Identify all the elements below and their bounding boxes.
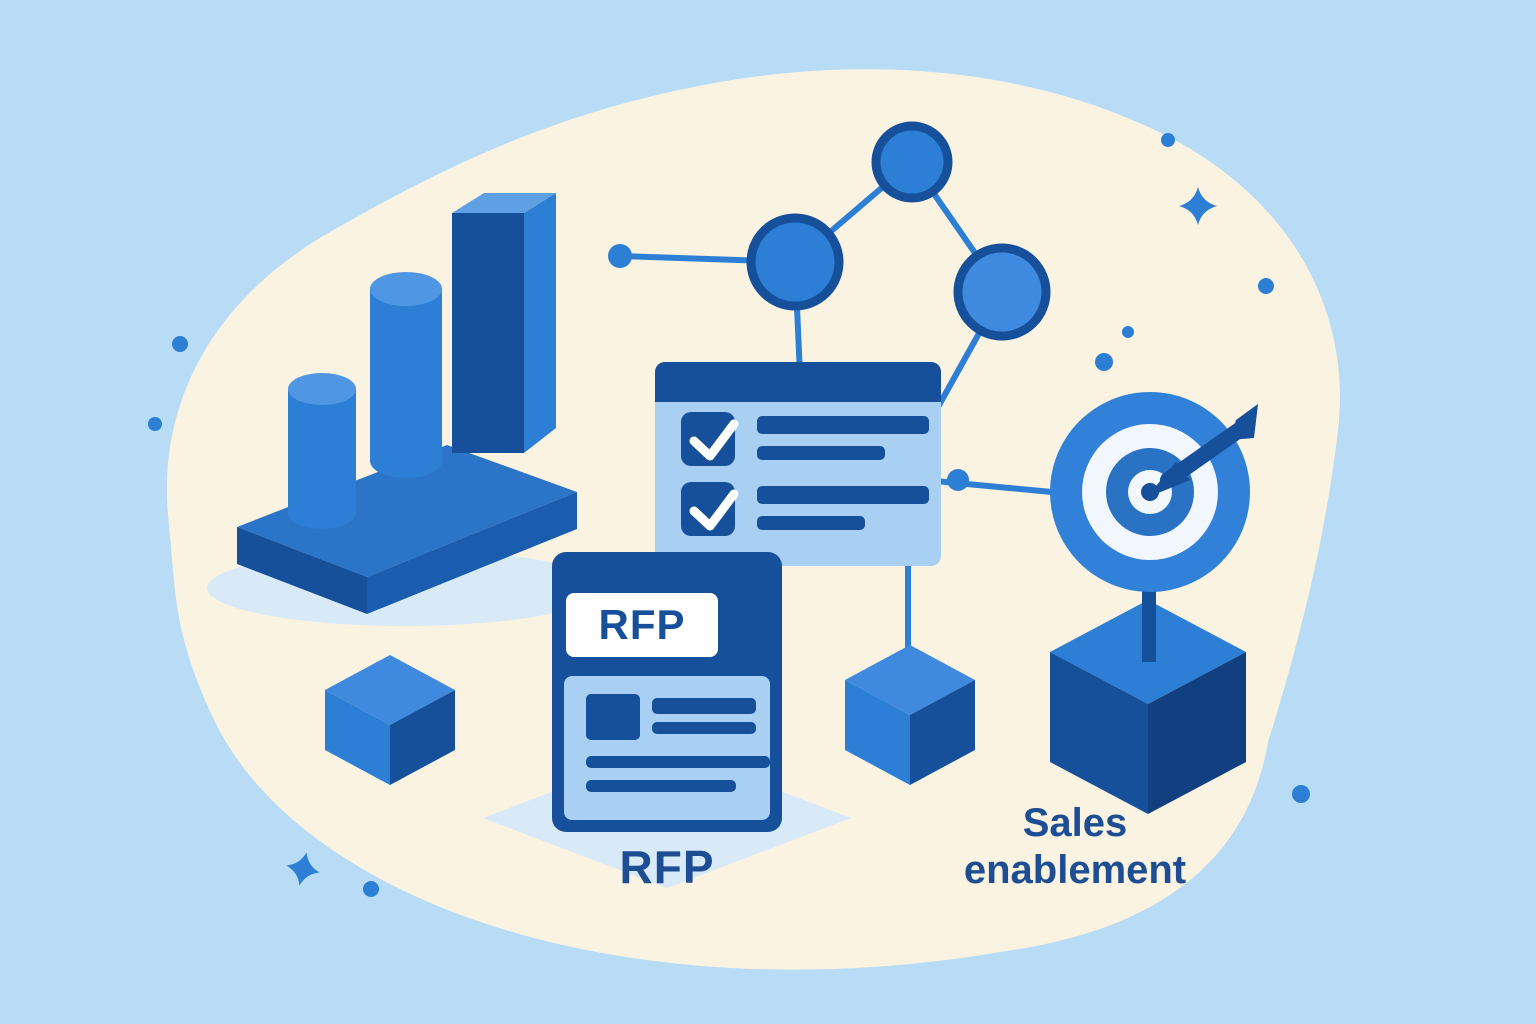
checkmark-icon [689, 419, 739, 461]
sparkle-icon [286, 852, 320, 886]
text-line [757, 446, 885, 460]
rfp-caption: RFP [619, 841, 715, 893]
text-line [757, 516, 865, 530]
dot [1122, 326, 1134, 338]
sales-enablement-label: Sales enablement [940, 800, 1210, 894]
cube-icon [845, 645, 975, 785]
dot [1258, 278, 1274, 294]
checkbox [681, 482, 735, 536]
tall-bar-front [452, 213, 524, 453]
platform-top [237, 445, 577, 577]
platform-front-left [237, 527, 367, 614]
dot [363, 881, 379, 897]
pedestal-cube [1050, 600, 1246, 814]
bar-chart-icon [207, 193, 603, 626]
platform-front-right [367, 492, 577, 614]
dart-fletching [1230, 404, 1258, 440]
target-stand [1142, 578, 1156, 662]
text-line [757, 416, 929, 434]
sparkle-icon [1179, 187, 1217, 225]
dart-tip [1146, 462, 1190, 498]
cylinder-top [288, 373, 356, 405]
tall-bar-top [452, 193, 556, 213]
sparkle-decorations [148, 133, 1310, 897]
text-line [586, 756, 770, 768]
text-line [757, 486, 929, 504]
checkmark-icon [689, 489, 739, 531]
network-node [746, 213, 844, 311]
text-line [652, 698, 756, 714]
network-graph-icon [608, 121, 1053, 655]
network-node [953, 243, 1051, 341]
tall-bar-side [524, 193, 556, 453]
cube-icon [325, 655, 455, 785]
rfp-document-title: RFP [566, 593, 718, 657]
sales-enablement-line2: enablement [963, 848, 1187, 893]
rfp-document-title-text: RFP [598, 601, 686, 648]
target-dart-icon [1050, 392, 1258, 662]
network-dot [947, 469, 969, 491]
network-dot [608, 244, 632, 268]
dot [1095, 353, 1113, 371]
sales-enablement-line1: Sales [1022, 801, 1128, 845]
dot [1161, 133, 1175, 147]
network-node [871, 121, 953, 203]
cylinder-top [370, 272, 442, 306]
dot [148, 417, 162, 431]
document-thumbnail [586, 694, 640, 740]
dot [1292, 785, 1310, 803]
text-line [652, 722, 756, 734]
checklist-icon [655, 362, 941, 566]
checkbox [681, 412, 735, 466]
text-line [586, 780, 736, 792]
checklist-header [655, 362, 941, 402]
dot [172, 336, 188, 352]
